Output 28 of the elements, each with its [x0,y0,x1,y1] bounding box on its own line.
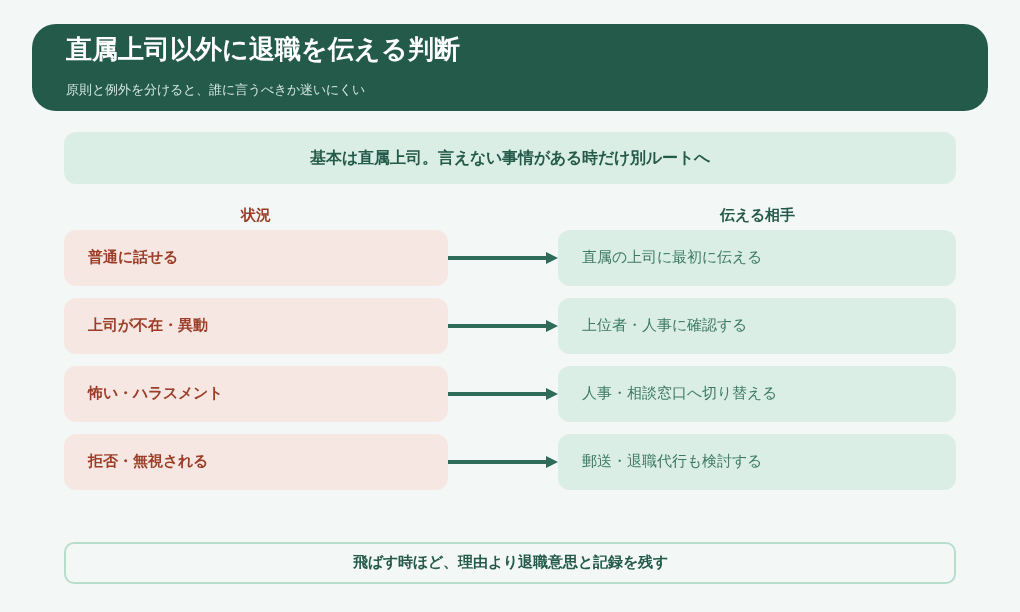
arrow [448,252,558,264]
summary-banner [64,132,956,184]
arrow [448,320,558,332]
contact-box [558,366,956,422]
situation-text: 上司が不在・異動 [88,316,208,336]
contact-text: 郵送・退職代行も検討する [582,452,762,472]
note-text: 飛ばす時ほど、理由より退職意思と記録を残す [352,553,668,573]
situation-box [64,298,448,354]
contact-box [558,434,956,490]
note-box [64,542,956,584]
situation-box [64,366,448,422]
arrow [448,388,558,400]
situation-text: 普通に話せる [88,248,178,268]
title: 直属上司以外に退職を伝える判断 [66,33,460,66]
arrow [448,456,558,468]
contact-text: 人事・相談窓口へ切り替える [582,384,777,404]
subtitle: 原則と例外を分けると、誰に言うべきか迷いにくい [66,82,365,99]
situation-text: 怖い・ハラスメント [88,384,223,404]
situation-text: 拒否・無視される [88,452,208,472]
contact-text: 上位者・人事に確認する [582,316,747,336]
column-heading: 状況 [241,206,271,226]
contact-text: 直属の上司に最初に伝える [582,248,762,268]
banner-text: 基本は直属上司。言えない事情がある時だけ別ルートへ [310,147,710,169]
column-heading: 伝える相手 [719,206,795,226]
situation-box [64,434,448,490]
situation-box [64,230,448,286]
contact-box [558,298,956,354]
contact-box [558,230,956,286]
